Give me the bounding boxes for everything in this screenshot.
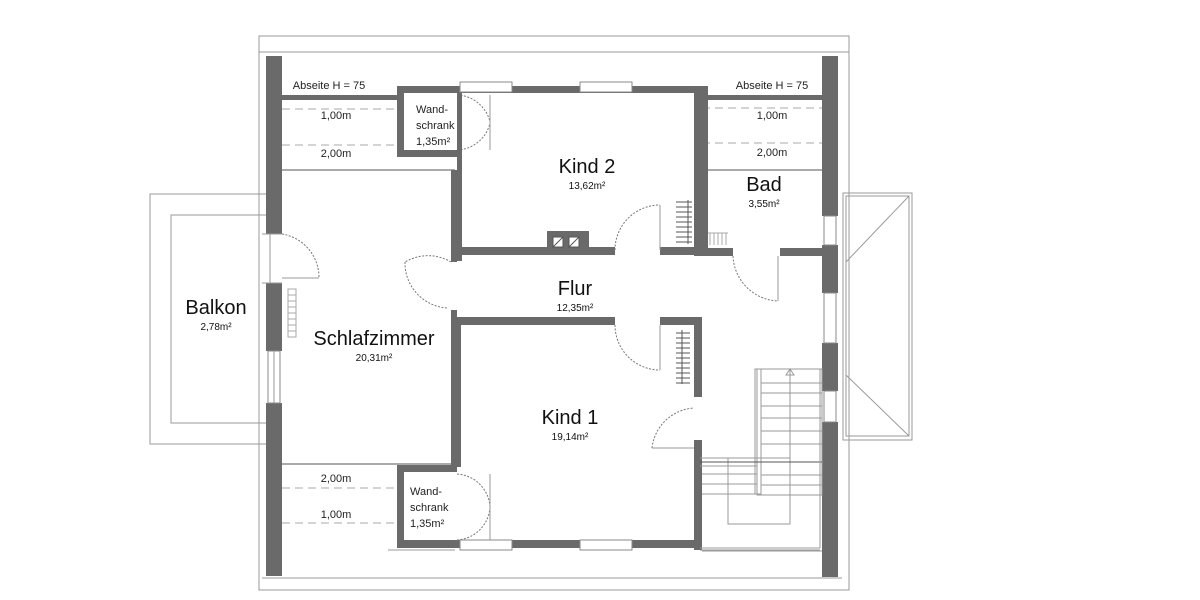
height-line-label: 2,00m — [320, 473, 352, 485]
room-kind2: Kind 2 13,62m² — [558, 156, 616, 192]
height-line-label: 1,00m — [320, 110, 352, 122]
abseite-label-right: Abseite H = 75 — [735, 80, 809, 92]
wardrobe-bottom-label: Wand- schrank 1,35m² — [410, 486, 449, 530]
height-line-label: 1,00m — [320, 509, 352, 521]
height-line-label: 2,00m — [756, 147, 788, 159]
kind2-walls — [457, 81, 702, 261]
wardrobe-top-label: Wand- schrank 1,35m² — [416, 104, 455, 148]
right-overhang-outline — [842, 192, 913, 441]
height-line-label: 1,00m — [756, 110, 788, 122]
staircase — [700, 368, 823, 552]
schlafzimmer-walls — [262, 170, 457, 470]
abseite-label-left: Abseite H = 75 — [292, 80, 366, 92]
room-schlafzimmer: Schlafzimmer 20,31m² — [313, 328, 435, 364]
kind1-walls — [398, 317, 702, 551]
bad-walls — [700, 86, 825, 302]
height-line-label: 2,00m — [320, 148, 352, 160]
wardrobe-bottom-walls — [397, 465, 491, 548]
abseite-lines — [282, 95, 822, 551]
exterior-walls — [266, 56, 838, 577]
room-kind1: Kind 1 19,14m² — [541, 407, 599, 443]
room-flur: Flur 12,35m² — [556, 278, 594, 314]
roof-outline — [258, 35, 850, 591]
room-bad: Bad 3,55m² — [746, 174, 782, 210]
room-balkon: Balkon 2,78m² — [185, 297, 247, 333]
